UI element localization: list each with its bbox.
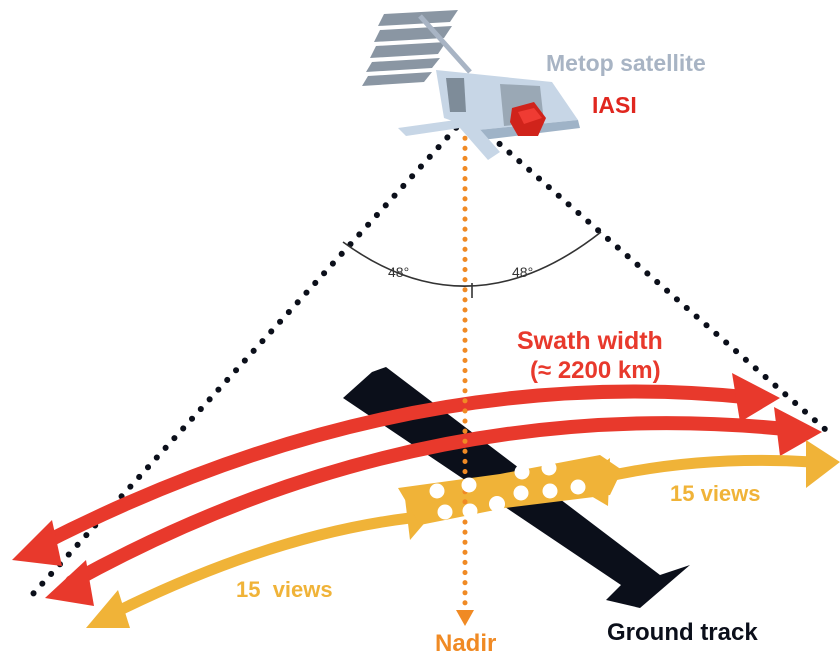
views-right-label: 15 views — [670, 481, 761, 506]
angle-right-label: 48° — [512, 264, 533, 280]
nadir-arrowhead — [456, 610, 474, 626]
footprint-band — [398, 455, 622, 525]
views-arrows — [86, 440, 840, 628]
instrument-label: IASI — [592, 92, 637, 118]
ground-track-label: Ground track — [607, 619, 758, 646]
satellite-icon — [362, 10, 580, 160]
swath-arrows — [12, 373, 822, 606]
iasi-instrument-icon — [510, 102, 546, 136]
swath-title: Swath width — [517, 327, 663, 355]
angle-arc — [342, 231, 602, 287]
swath-value: (≈ 2200 km) — [530, 357, 661, 384]
scan-edge-right — [467, 115, 829, 433]
views-left-label: 15 views — [236, 577, 333, 602]
angle-left-label: 48° — [388, 264, 409, 280]
nadir-label: Nadir — [435, 630, 496, 657]
satellite-label: Metop satellite — [546, 50, 706, 76]
footprint-pixels — [429, 460, 586, 520]
